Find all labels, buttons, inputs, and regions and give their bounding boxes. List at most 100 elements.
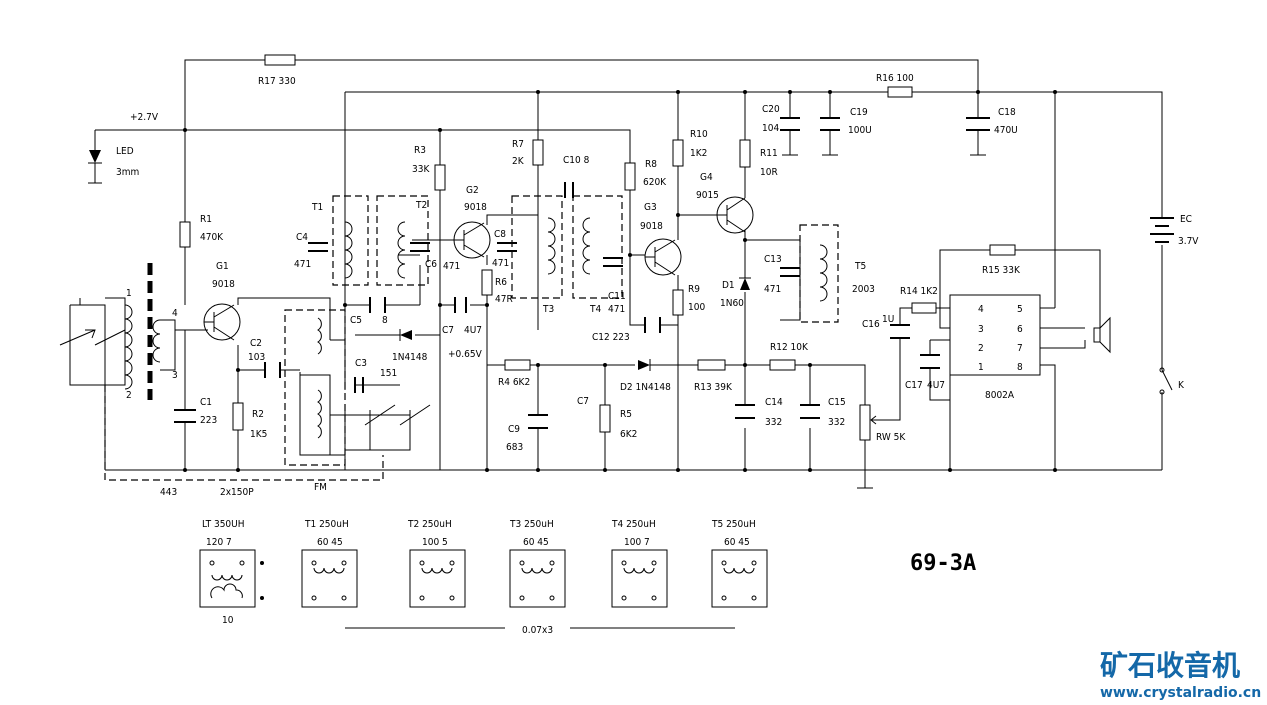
c20-capacitor bbox=[780, 117, 800, 131]
diodes bbox=[88, 150, 751, 371]
r10-resistor bbox=[672, 139, 684, 167]
g2-label: G2 bbox=[466, 185, 479, 196]
c15-label: C15 bbox=[828, 397, 846, 408]
antenna-tap-label: 443 bbox=[160, 487, 177, 498]
c5-capacitor bbox=[369, 297, 386, 313]
transistors bbox=[203, 196, 754, 341]
antenna-pin-3: 3 bbox=[172, 370, 178, 381]
battery bbox=[1150, 217, 1174, 243]
g4-transistor bbox=[715, 196, 754, 234]
coil-diagram-t3: T3 250uH 60 45 bbox=[509, 519, 566, 608]
coil-lt-turns: 120 7 bbox=[206, 537, 232, 548]
r4-resistor bbox=[504, 359, 531, 371]
coil-diagram-t1: T1 250uH 60 45 bbox=[301, 519, 358, 608]
power-switch bbox=[1159, 367, 1173, 395]
c3-capacitor bbox=[354, 377, 364, 393]
c11-value: 471 bbox=[608, 304, 625, 315]
c6-label: C6 bbox=[425, 259, 437, 270]
r9-resistor bbox=[672, 289, 684, 316]
c13-label: C13 bbox=[764, 254, 782, 265]
r7-label: R7 bbox=[512, 139, 524, 150]
coil-t5-title: T5 250uH bbox=[711, 519, 756, 530]
antenna-pin-2: 2 bbox=[126, 390, 132, 401]
d-1n4148-diode bbox=[400, 330, 412, 340]
d2-diode bbox=[638, 360, 650, 370]
ic-pin-8: 8 bbox=[1017, 362, 1023, 373]
c7-upper-value: 4U7 bbox=[464, 325, 482, 336]
coil-lt-title: LT 350UH bbox=[202, 519, 245, 530]
c17-capacitor bbox=[920, 354, 940, 369]
r15-label: R15 33K bbox=[982, 265, 1021, 276]
c5-value: 8 bbox=[382, 315, 388, 326]
ic-pin-6: 6 bbox=[1017, 324, 1023, 335]
g4-value: 9015 bbox=[696, 190, 719, 201]
c12-label: C12 223 bbox=[592, 332, 630, 343]
r13-resistor bbox=[697, 359, 726, 371]
c13-capacitor bbox=[780, 267, 800, 277]
r17-resistor bbox=[264, 54, 296, 66]
antenna-pin-4: 4 bbox=[172, 308, 178, 319]
c19-capacitor bbox=[820, 117, 840, 131]
r5-label: R5 bbox=[620, 409, 632, 420]
r7-value: 2K bbox=[512, 156, 525, 167]
d1-diode bbox=[740, 278, 750, 290]
coils bbox=[124, 217, 828, 439]
g2-transistor bbox=[453, 221, 491, 259]
coil-t3-turns: 60 45 bbox=[523, 537, 549, 548]
c18-value: 470U bbox=[994, 125, 1018, 136]
r8-value: 620K bbox=[643, 177, 667, 188]
r5-resistor bbox=[599, 404, 611, 433]
c4-capacitor bbox=[308, 242, 328, 252]
led-size-label: 3mm bbox=[116, 167, 139, 178]
c2-capacitor bbox=[264, 362, 281, 378]
t3-label: T3 bbox=[542, 304, 554, 315]
ic-pin-1: 1 bbox=[978, 362, 984, 373]
rw-label: RW 5K bbox=[876, 432, 906, 443]
c6-capacitor bbox=[410, 242, 430, 252]
component-labels: R17 330 R16 100 +2.7V LED 3mm R1 470K R3… bbox=[116, 73, 1199, 636]
c18-capacitor bbox=[966, 117, 990, 131]
diode-1n4148-label: 1N4148 bbox=[392, 352, 428, 363]
g4-label: G4 bbox=[700, 172, 713, 183]
d1-value: 1N60 bbox=[720, 298, 744, 309]
c18-label: C18 bbox=[998, 107, 1016, 118]
battery-label: EC bbox=[1180, 214, 1192, 225]
ic-label: 8002A bbox=[985, 390, 1015, 401]
c7-lower-label: C7 bbox=[577, 396, 589, 407]
r8-label: R8 bbox=[645, 159, 657, 170]
c14-capacitor bbox=[735, 404, 755, 419]
r1-value: 470K bbox=[200, 232, 224, 243]
c1-value: 223 bbox=[200, 415, 217, 426]
r2-resistor bbox=[232, 402, 244, 431]
r2-value: 1K5 bbox=[250, 429, 267, 440]
c2-label: C2 bbox=[250, 338, 262, 349]
antenna-pin-1: 1 bbox=[126, 288, 132, 299]
c10-capacitor bbox=[564, 182, 574, 198]
r11-resistor bbox=[739, 139, 751, 168]
g2-value: 9018 bbox=[464, 202, 487, 213]
r4-label: R4 6K2 bbox=[498, 377, 530, 388]
r16-resistor bbox=[887, 86, 913, 98]
c16-value: 1U bbox=[882, 314, 894, 325]
variable-capacitors bbox=[59, 329, 431, 426]
fm-label: FM bbox=[314, 482, 327, 493]
c9-value: 683 bbox=[506, 442, 523, 453]
ic-pin-3: 3 bbox=[978, 324, 984, 335]
battery-value: 3.7V bbox=[1178, 236, 1199, 247]
c1-label: C1 bbox=[200, 397, 212, 408]
c14-value: 332 bbox=[765, 417, 782, 428]
coil-diagram-t5: T5 250uH 60 45 bbox=[711, 519, 768, 608]
supply-voltage-label: +2.7V bbox=[130, 112, 159, 123]
g3-value: 9018 bbox=[640, 221, 663, 232]
c1-capacitor bbox=[174, 409, 196, 423]
rw-potentiometer bbox=[859, 404, 871, 441]
g1-transistor bbox=[203, 303, 241, 341]
r16-label: R16 100 bbox=[876, 73, 914, 84]
coil-t4-title: T4 250uH bbox=[611, 519, 656, 530]
c11-label: C11 bbox=[608, 291, 626, 302]
g3-label: G3 bbox=[644, 202, 657, 213]
coil-t5-turns: 60 45 bbox=[724, 537, 750, 548]
t2-label: T2 bbox=[415, 200, 427, 211]
c13-value: 471 bbox=[764, 284, 781, 295]
wire-gauge-label: 0.07x3 bbox=[522, 625, 553, 636]
